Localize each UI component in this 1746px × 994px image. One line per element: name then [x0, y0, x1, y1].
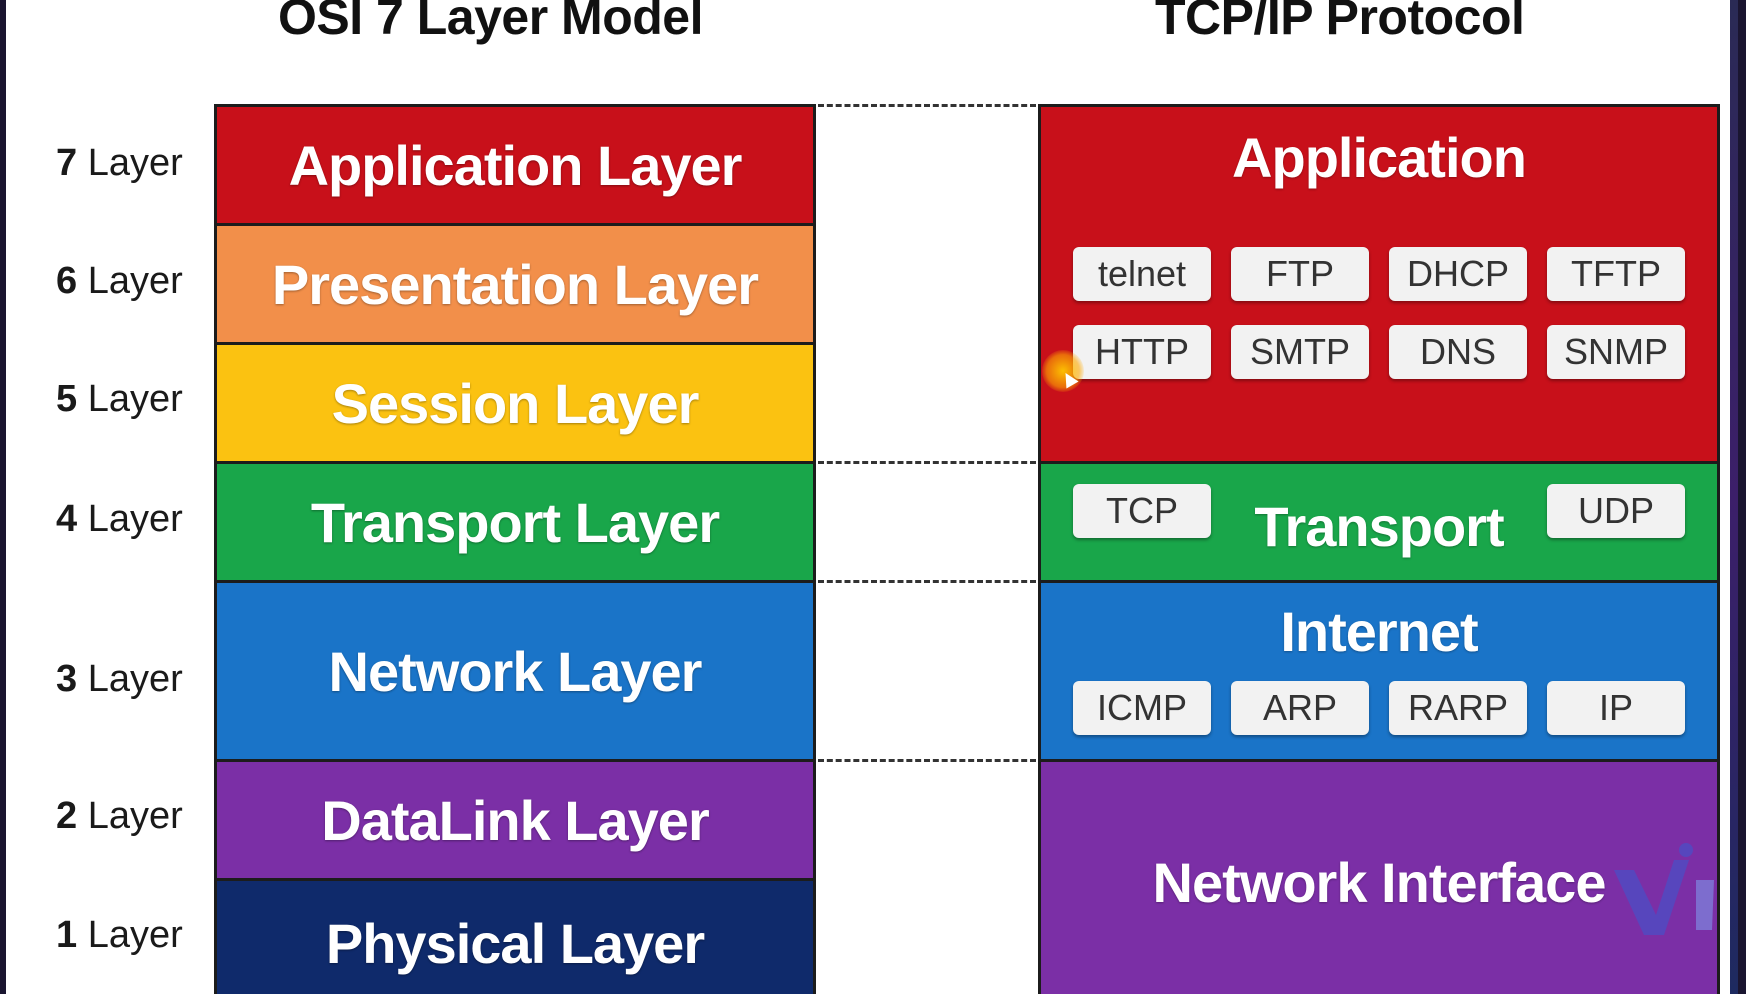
mapping-line-network-interface — [818, 759, 1036, 762]
protocol-chip-icmp: ICMP — [1073, 681, 1211, 735]
osi-heading: OSI 7 Layer Model — [278, 0, 703, 45]
layer-label-4: 4 Layer — [56, 498, 183, 540]
cursor-highlight — [1042, 350, 1084, 392]
protocol-chip-tftp: TFTP — [1547, 247, 1685, 301]
layer-label-3: 3 Layer — [56, 658, 183, 700]
osi-physical-layer: Physical Layer — [214, 878, 816, 994]
watermark-logo-icon — [1614, 843, 1714, 935]
tcpip-internet-block: Internet ICMP ARP RARP IP — [1038, 580, 1720, 762]
protocol-chip-dhcp: DHCP — [1389, 247, 1527, 301]
tcpip-internet-label: Internet — [1280, 600, 1478, 663]
tcpip-network-interface-label: Network Interface — [1152, 851, 1607, 914]
osi-presentation-layer: Presentation Layer — [214, 223, 816, 345]
layer-label-6: 6 Layer — [56, 260, 183, 302]
mapping-line-application — [818, 104, 1036, 107]
screen-edge — [1730, 0, 1738, 994]
layer-label-1: 1 Layer — [56, 914, 183, 956]
osi-datalink-layer: DataLink Layer — [214, 759, 816, 881]
mapping-line-transport — [818, 461, 1036, 464]
osi-transport-layer: Transport Layer — [214, 461, 816, 583]
protocol-chip-snmp: SNMP — [1547, 325, 1685, 379]
protocol-chip-telnet: telnet — [1073, 247, 1211, 301]
tcpip-transport-block: Transport TCP UDP — [1038, 461, 1720, 583]
tcpip-transport-label: Transport — [1254, 495, 1504, 558]
osi-session-layer: Session Layer — [214, 342, 816, 464]
osi-application-layer: Application Layer — [214, 104, 816, 226]
tcpip-application-label: Application — [1232, 126, 1527, 189]
protocol-chip-rarp: RARP — [1389, 681, 1527, 735]
protocol-chip-dns: DNS — [1389, 325, 1527, 379]
osi-network-layer: Network Layer — [214, 580, 816, 762]
protocol-chip-smtp: SMTP — [1231, 325, 1369, 379]
protocol-chip-ip: IP — [1547, 681, 1685, 735]
protocol-chip-ftp: FTP — [1231, 247, 1369, 301]
protocol-chip-tcp: TCP — [1073, 484, 1211, 538]
slide: OSI 7 Layer Model TCP/IP Protocol 7 Laye… — [6, 0, 1738, 994]
layer-label-5: 5 Layer — [56, 378, 183, 420]
layer-label-2: 2 Layer — [56, 795, 183, 837]
tcpip-application-block: Application telnet FTP DHCP TFTP HTTP SM… — [1038, 104, 1720, 464]
tcpip-network-interface-block: Network Interface — [1038, 759, 1720, 994]
tcpip-heading: TCP/IP Protocol — [1155, 0, 1525, 45]
mapping-line-internet — [818, 580, 1036, 583]
layer-label-7: 7 Layer — [56, 142, 183, 184]
protocol-chip-udp: UDP — [1547, 484, 1685, 538]
protocol-chip-arp: ARP — [1231, 681, 1369, 735]
protocol-chip-http: HTTP — [1073, 325, 1211, 379]
